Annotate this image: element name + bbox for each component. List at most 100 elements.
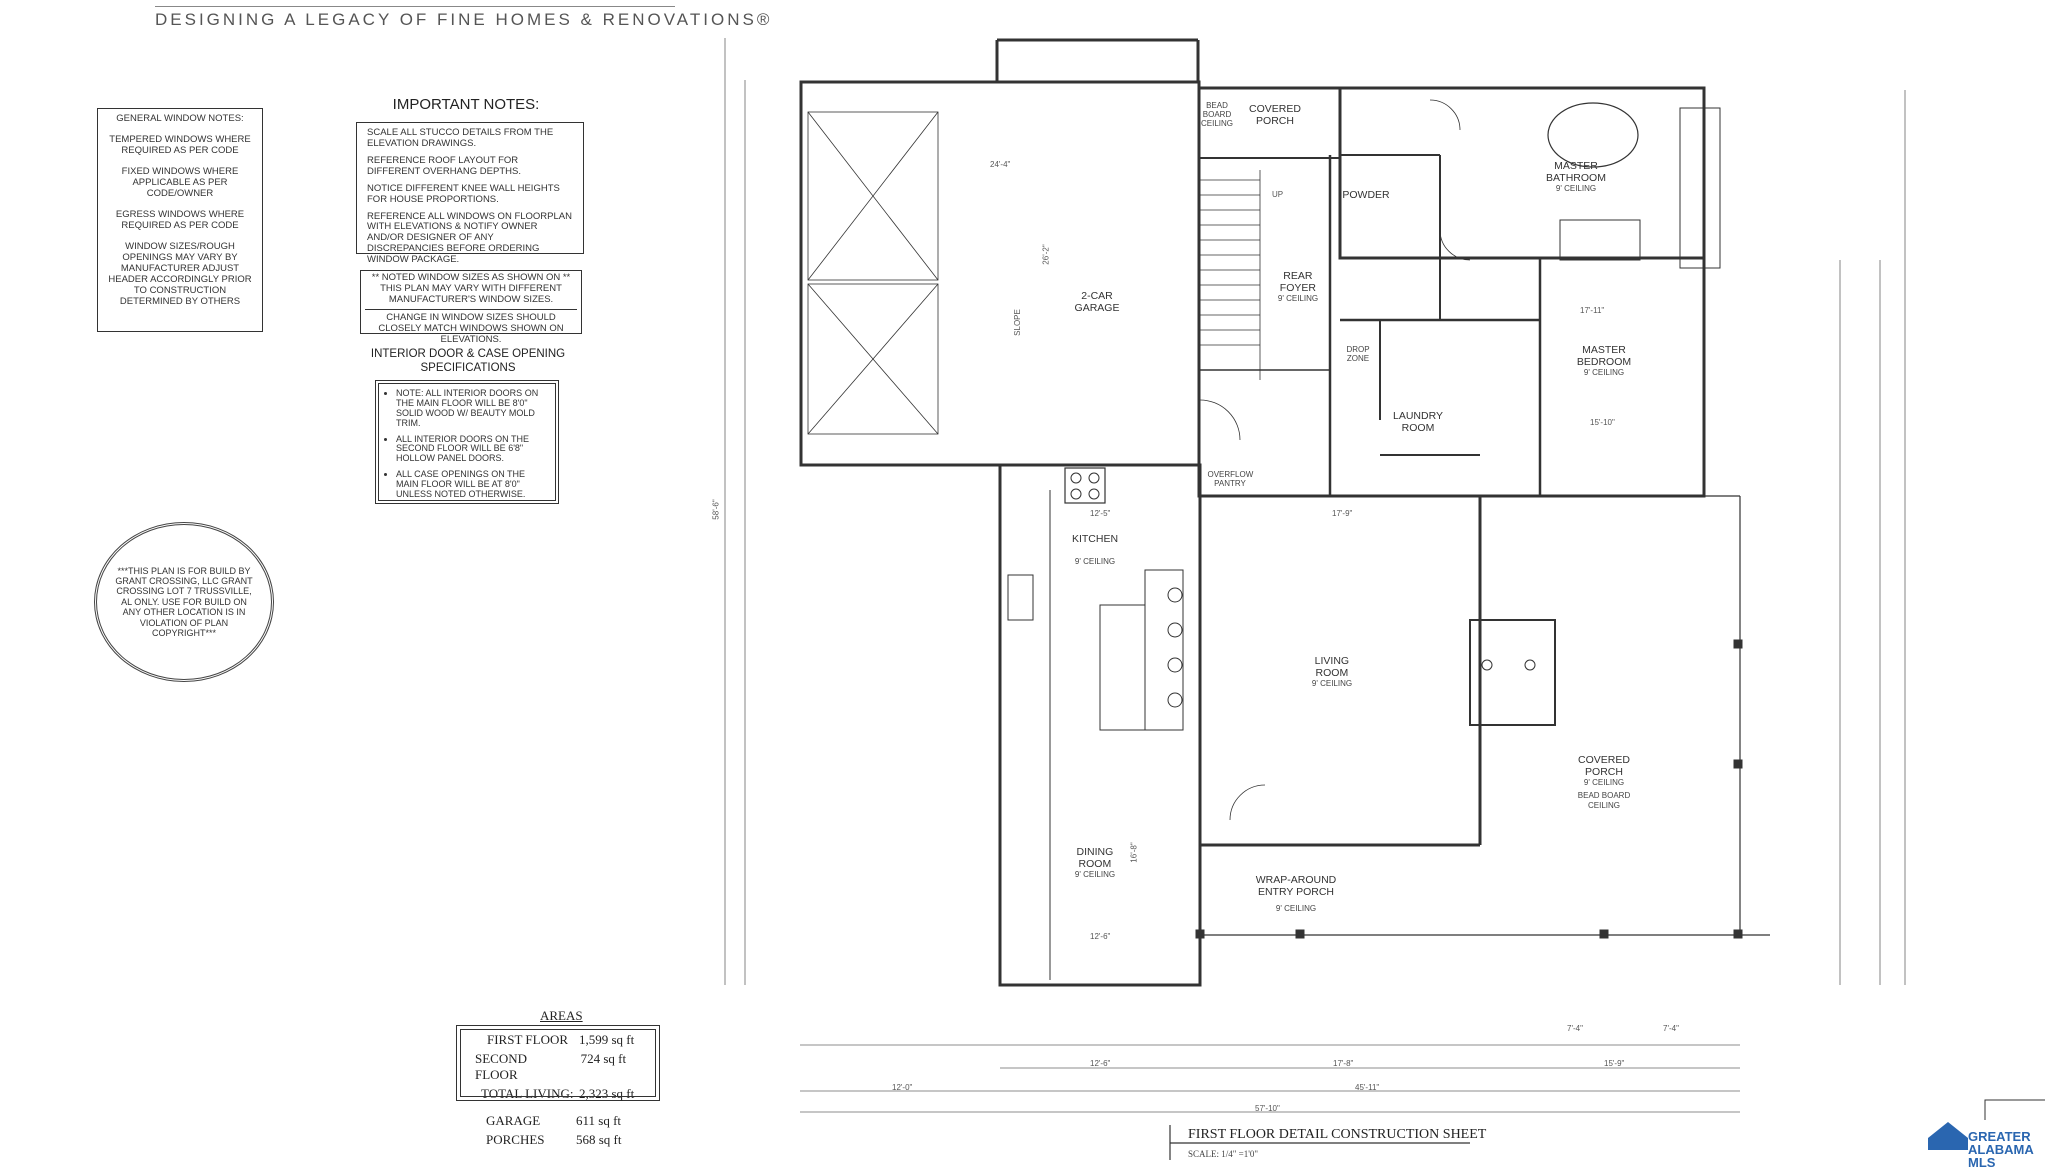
room-name: DINING ROOM — [1076, 846, 1114, 871]
room-rear-foyer: REAR FOYER 9' CEILING — [1278, 270, 1318, 303]
window-size-note-line2: CHANGE IN WINDOW SIZES SHOULD CLOSELY MA… — [378, 311, 564, 345]
room-ceiling: 9' CEILING — [1311, 679, 1353, 689]
room-kitchen: KITCHEN 9' CEILING — [1072, 533, 1118, 566]
areas-row: PORCHES 568 sq ft — [486, 1132, 646, 1148]
important-note: REFERENCE ROOF LAYOUT FOR DIFFERENT OVER… — [367, 154, 521, 177]
dim-porch-a: 7'-4" — [1567, 1024, 1583, 1033]
areas-row: SECOND FLOOR 724 sq ft — [467, 1051, 649, 1083]
room-wrap-porch: WRAP-AROUND ENTRY PORCH 9' CEILING — [1251, 874, 1341, 913]
dim-left-12: 12'-0" — [892, 1083, 913, 1092]
mls-logo: GREATER ALABAMA MLS — [1968, 1130, 2040, 1169]
dim-living-width: 17'-9" — [1332, 509, 1353, 518]
important-note: REFERENCE ALL WINDOWS ON FLOORPLAN WITH … — [367, 210, 572, 266]
sheet-scale: SCALE: 1/4" =1'0" — [1188, 1149, 1259, 1159]
room-ceiling-note: BEAD BOARD CEILING — [1577, 791, 1631, 810]
room-name: 2-CAR GARAGE — [1074, 290, 1120, 315]
room-master-bath: MASTER BATHROOM 9' CEILING — [1541, 160, 1611, 193]
room-name: MASTER BATHROOM — [1546, 160, 1606, 185]
room-ceiling: 9' CEILING — [1555, 184, 1597, 194]
room-overflow-pantry: OVERFLOW PANTRY — [1207, 470, 1254, 489]
divider — [365, 308, 577, 310]
dim-master-width: 17'-11" — [1580, 306, 1605, 315]
areas-row: FIRST FLOOR 1,599 sq ft — [467, 1032, 649, 1048]
dim-porch-b: 7'-4" — [1663, 1024, 1679, 1033]
important-notes-title: IMPORTANT NOTES: — [392, 96, 540, 113]
room-ceiling: 9' CEILING — [1275, 904, 1317, 914]
room-name: BEAD BOARD CEILING — [1200, 101, 1233, 129]
room-covered-porch-top: COVERED PORCH — [1248, 103, 1303, 127]
room-laundry: LAUNDRY ROOM — [1393, 410, 1443, 434]
room-garage: 2-CAR GARAGE — [1072, 290, 1122, 314]
room-dining: DINING ROOM 9' CEILING — [1075, 846, 1115, 879]
room-name: COVERED PORCH — [1249, 103, 1301, 128]
room-name: OVERFLOW PANTRY — [1207, 470, 1254, 489]
important-notes: SCALE ALL STUCCO DETAILS FROM THE ELEVAT… — [356, 122, 584, 265]
sheet-title: FIRST FLOOR DETAIL CONSTRUCTION SHEET — [1188, 1127, 1487, 1142]
window-note: WINDOW SIZES/ROUGH OPENINGS MAY VARY BY … — [108, 241, 252, 307]
areas-row: TOTAL LIVING: 2,323 sq ft — [467, 1086, 649, 1102]
window-note: TEMPERED WINDOWS WHERE REQUIRED AS PER C… — [109, 134, 251, 156]
areas-label: FIRST FLOOR — [487, 1032, 569, 1047]
dim-12-6: 12'-6" — [1090, 1059, 1111, 1068]
room-name: COVERED PORCH — [1578, 754, 1630, 779]
company-tagline: DESIGNING A LEGACY OF FINE HOMES & RENOV… — [155, 10, 773, 29]
areas-label: TOTAL LIVING: — [481, 1086, 574, 1101]
window-size-note-line1: ** NOTED WINDOW SIZES AS SHOWN ON ** THI… — [371, 272, 571, 305]
room-ceiling: 9' CEILING — [1074, 870, 1116, 880]
slope-label: SLOPE — [1012, 309, 1022, 336]
room-name: LAUNDRY ROOM — [1393, 410, 1443, 435]
dim-width-inner: 45'-11" — [1355, 1083, 1380, 1092]
copyright-stamp: ***THIS PLAN IS FOR BUILD BY GRANT CROSS… — [94, 522, 274, 682]
room-name: KITCHEN — [1071, 533, 1119, 545]
room-name: WRAP-AROUND ENTRY PORCH — [1255, 874, 1337, 899]
general-window-notes-title: GENERAL WINDOW NOTES: — [116, 113, 244, 124]
dim-dining-width: 12'-6" — [1090, 932, 1111, 941]
areas-title: AREAS — [540, 1008, 583, 1023]
dim-dining-depth: 16'-8" — [1129, 842, 1139, 863]
areas-value: 724 sq ft — [580, 1051, 627, 1066]
room-covered-porch-right: COVERED PORCH 9' CEILING BEAD BOARD CEIL… — [1577, 754, 1632, 810]
room-name: MASTER BEDROOM — [1576, 344, 1632, 369]
door-specs: NOTE: ALL INTERIOR DOORS ON THE MAIN FLO… — [375, 380, 559, 504]
areas-extra: GARAGE 611 sq ft PORCHES 568 sq ft — [486, 1113, 646, 1151]
areas-value: 2,323 sq ft — [579, 1086, 635, 1101]
important-note: SCALE ALL STUCCO DETAILS FROM THE ELEVAT… — [367, 127, 554, 149]
copyright-stamp-text: ***THIS PLAN IS FOR BUILD BY GRANT CROSS… — [115, 565, 253, 638]
dim-overall: 57'-10" — [1255, 1104, 1280, 1113]
door-specs-title: INTERIOR DOOR & CASE OPENING SPECIFICATI… — [370, 348, 566, 374]
areas-table: FIRST FLOOR 1,599 sq ft SECOND FLOOR 724… — [456, 1025, 660, 1101]
room-ceiling: 9' CEILING — [1583, 368, 1625, 378]
areas-value: 1,599 sq ft — [579, 1032, 635, 1047]
window-note: FIXED WINDOWS WHERE APPLICABLE AS PER CO… — [121, 166, 239, 199]
room-master-bed: MASTER BEDROOM 9' CEILING — [1569, 344, 1639, 377]
stairs-up-label: UP — [1272, 190, 1284, 199]
important-note: NOTICE DIFFERENT KNEE WALL HEIGHTS FOR H… — [367, 182, 560, 205]
room-name: POWDER — [1342, 189, 1390, 201]
room-bead-board: BEAD BOARD CEILING — [1200, 101, 1235, 129]
room-name: LIVING ROOM — [1314, 655, 1350, 680]
areas-label: GARAGE — [486, 1113, 541, 1128]
areas-label: PORCHES — [486, 1132, 545, 1147]
room-name: REAR FOYER — [1279, 270, 1316, 295]
room-drop-zone: DROP ZONE — [1343, 345, 1373, 363]
door-spec-item: ALL INTERIOR DOORS ON THE SECOND FLOOR W… — [396, 434, 548, 465]
dim-master-depth: 15'-10" — [1590, 418, 1615, 427]
door-spec-item: ALL CASE OPENINGS ON THE MAIN FLOOR WILL… — [396, 469, 548, 500]
areas-label: SECOND FLOOR — [475, 1051, 528, 1082]
tagline-rule — [155, 6, 675, 7]
room-ceiling: 9' CEILING — [1583, 778, 1625, 788]
room-living: LIVING ROOM 9' CEILING — [1312, 655, 1352, 688]
dim-15-9: 15'-9" — [1604, 1059, 1625, 1068]
areas-row: GARAGE 611 sq ft — [486, 1113, 646, 1129]
general-window-notes: GENERAL WINDOW NOTES: TEMPERED WINDOWS W… — [97, 108, 263, 332]
mls-logo-text: GREATER ALABAMA MLS — [1968, 1129, 2034, 1170]
dim-garage-width: 24'-4" — [990, 160, 1011, 169]
room-ceiling: 9' CEILING — [1074, 557, 1116, 567]
room-ceiling: 9' CEILING — [1277, 294, 1319, 304]
dim-depth: 58'-6" — [711, 499, 721, 520]
window-note: EGRESS WINDOWS WHERE REQUIRED AS PER COD… — [115, 209, 245, 231]
dim-garage-depth: 26'-2" — [1041, 244, 1051, 265]
room-name: DROP ZONE — [1346, 345, 1370, 364]
window-size-note: ** NOTED WINDOW SIZES AS SHOWN ON ** THI… — [360, 270, 582, 345]
